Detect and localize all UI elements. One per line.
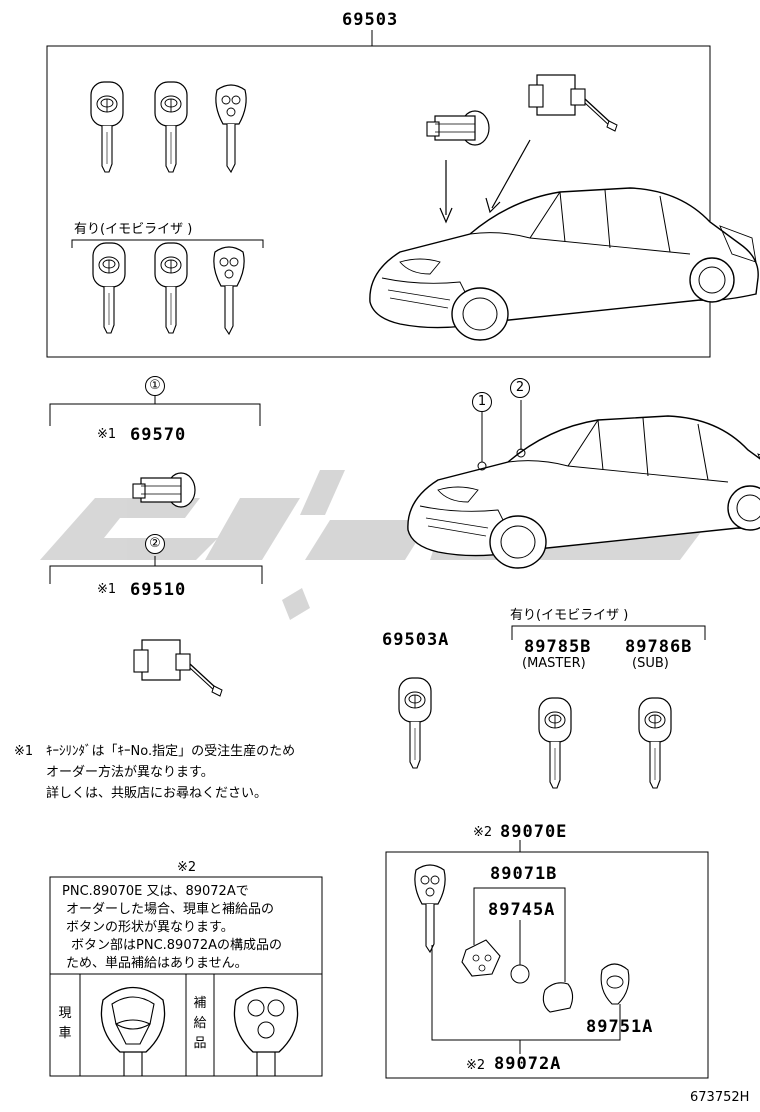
part-label-69503: 69503 — [342, 10, 399, 30]
part-label-69503A: 69503A — [382, 630, 450, 650]
part-label-69570: 69570 — [130, 425, 187, 445]
label-master: (MASTER) — [522, 656, 586, 671]
table-note-line-2: オーダーした場合、現車と補給品の — [66, 902, 275, 917]
part-label-89070E: 89070E — [500, 822, 568, 842]
immobilizer-note-top: 有り(イモビライザ ) — [74, 222, 193, 237]
ref-mark-89072A: ※2 — [466, 1058, 486, 1073]
table-note-line-4: ボタン部はPNC.89072Aの構成品の — [58, 938, 283, 953]
part-label-89745A: 89745A — [488, 900, 556, 920]
table-note-line-1: PNC.89070E 又は、89072Aで — [62, 884, 249, 899]
immobilizer-note: 有り(イモビライザ ) — [510, 608, 629, 623]
part-label-89071B: 89071B — [490, 864, 558, 884]
table-note-line-5: ため、単品補給はありません。 — [66, 956, 248, 971]
footnote-1-line-2: オーダー方法が異なります。 — [46, 765, 214, 780]
label-replacement-part: 補給品 — [193, 996, 207, 1051]
label-current-vehicle: 現車 — [58, 1006, 72, 1041]
table-note-mark: ※2 — [177, 860, 197, 875]
footnote-1-mark: ※1 — [14, 744, 34, 759]
ref-mark-69510: ※1 — [97, 582, 117, 597]
current-key-head — [100, 987, 166, 1076]
ref-mark-69570: ※1 — [97, 427, 117, 442]
part-label-89785B: 89785B — [524, 637, 592, 657]
part-label-89751A: 89751A — [586, 1017, 654, 1037]
circle-marker-2: ② — [145, 534, 165, 554]
footnote-1-line-1: ｷｰｼﾘﾝﾀﾞは「ｷｰNo.指定」の受注生産のため — [46, 744, 296, 759]
part-label-89072A: 89072A — [494, 1054, 562, 1074]
table-note-line-3: ボタンの形状が異なります。 — [66, 920, 234, 935]
ref-mark-89070E: ※2 — [473, 825, 493, 840]
circle-marker-1: ① — [145, 376, 165, 396]
part-label-69510: 69510 — [130, 580, 187, 600]
car-circle-1: 1 — [472, 392, 492, 412]
label-sub: (SUB) — [632, 656, 669, 671]
footnote-1-line-3: 詳しくは、共販店にお尋ねください。 — [46, 786, 268, 801]
figure-code: 673752H — [690, 1090, 750, 1105]
part-label-89786B: 89786B — [625, 637, 693, 657]
replacement-key-head — [233, 987, 299, 1076]
car-circle-2: 2 — [510, 378, 530, 398]
